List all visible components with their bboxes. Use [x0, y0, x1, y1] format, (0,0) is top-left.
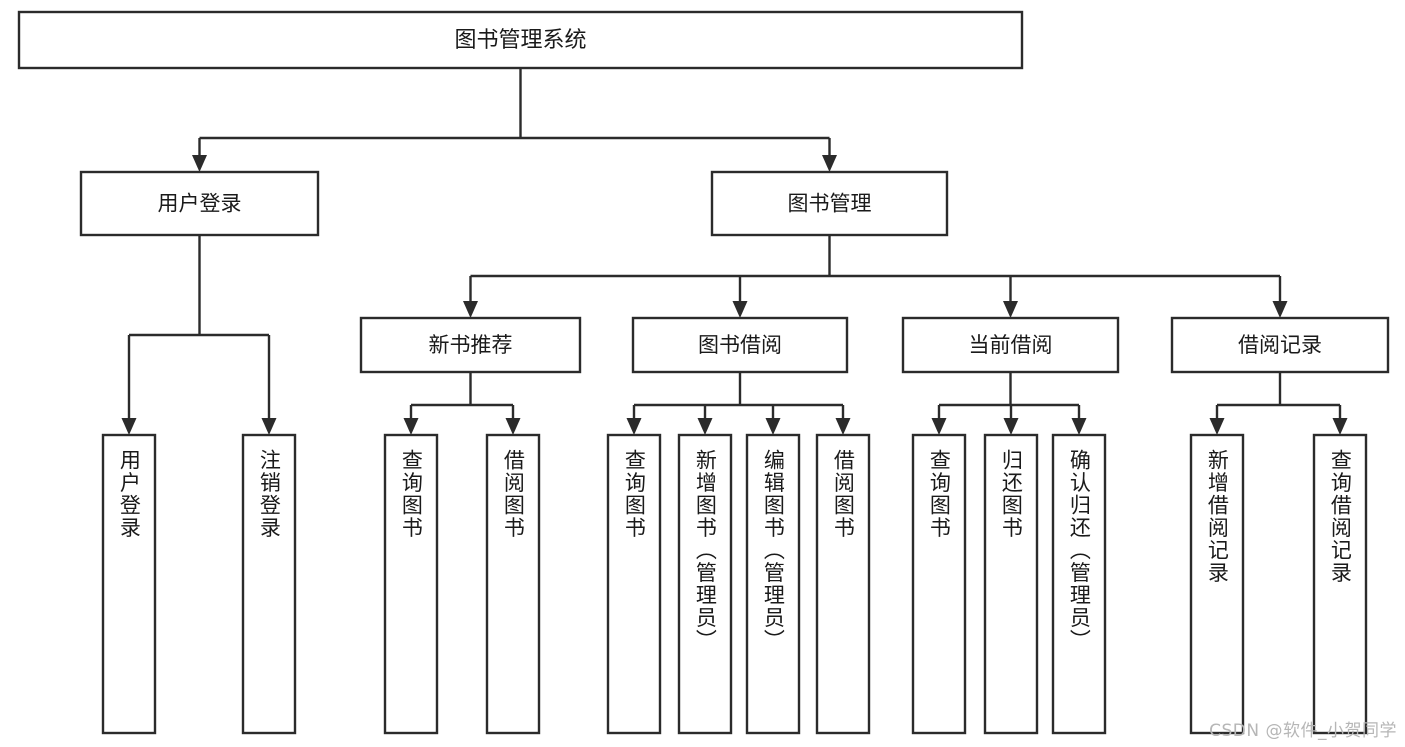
arrow-head-icon-leaf-return-book — [1003, 418, 1019, 435]
node-box-root[interactable] — [17, 10, 1024, 70]
node-box-leaf-confirm-return-admin[interactable] — [1051, 433, 1107, 735]
arrow-head-icon-level1-0 — [192, 155, 207, 172]
node-label-borrow-record: 借阅记录 — [1238, 333, 1322, 357]
node-box-leaf-query-book-recommend[interactable] — [383, 433, 439, 735]
arrow-head-icon-leaf-borrow-book — [835, 418, 851, 435]
arrow-head-icon-leaf-add-book-admin — [697, 418, 713, 435]
node-box-book-borrow[interactable] — [631, 316, 849, 374]
node-box-leaf-query-borrow-record[interactable] — [1312, 433, 1368, 735]
arrow-head-icon-leaf-edit-book-admin — [765, 418, 781, 435]
arrow-head-icon-leaf-query-book-recommend — [403, 418, 419, 435]
node-label-new-book-recommend: 新书推荐 — [429, 333, 513, 357]
arrow-head-icon-level2-0 — [463, 301, 478, 318]
watermark-text: CSDN @软件_小贺同学 — [1209, 721, 1397, 741]
node-box-leaf-logout[interactable] — [241, 433, 297, 735]
arrow-head-icon-level2-3 — [1272, 301, 1288, 318]
arrow-head-icon-level2-2 — [1003, 301, 1018, 318]
node-box-leaf-borrow-book-recommend[interactable] — [485, 433, 541, 735]
node-box-leaf-borrow-book[interactable] — [815, 433, 871, 735]
node-box-borrow-record[interactable] — [1170, 316, 1390, 374]
arrow-head-icon-leaf-borrow-book-recommend — [505, 418, 521, 435]
node-box-leaf-return-book[interactable] — [983, 433, 1039, 735]
boxes-layer — [17, 10, 1390, 735]
node-box-user-login[interactable] — [79, 170, 320, 237]
node-box-current-borrow[interactable] — [901, 316, 1120, 374]
node-box-leaf-query-book-borrow[interactable] — [606, 433, 662, 735]
node-label-book-borrow: 图书借阅 — [698, 333, 782, 357]
node-box-leaf-add-borrow-record[interactable] — [1189, 433, 1245, 735]
arrow-head-icon-leaf-logout — [261, 418, 277, 435]
node-box-book-management[interactable] — [710, 170, 949, 237]
node-box-leaf-query-book-current[interactable] — [911, 433, 967, 735]
arrow-head-icon-level2-1 — [732, 301, 748, 318]
node-label-current-borrow: 当前借阅 — [969, 333, 1053, 357]
arrow-head-icon-leaf-confirm-return-admin — [1071, 418, 1087, 435]
arrow-head-icon-leaf-query-book-borrow — [626, 418, 642, 435]
arrow-head-icon-leaf-query-book-current — [931, 418, 947, 435]
edges-layer — [121, 68, 1348, 435]
arrow-head-icon-leaf-add-borrow-record — [1209, 418, 1225, 435]
node-box-leaf-add-book-admin[interactable] — [677, 433, 733, 735]
arrow-head-icon-level1-1 — [822, 155, 837, 172]
node-box-leaf-edit-book-admin[interactable] — [745, 433, 801, 735]
node-label-user-login: 用户登录 — [158, 192, 242, 216]
node-box-new-book-recommend[interactable] — [359, 316, 582, 374]
node-label-root: 图书管理系统 — [454, 28, 586, 53]
arrow-head-icon-leaf-user-login — [121, 418, 137, 435]
arrow-head-icon-leaf-query-borrow-record — [1332, 418, 1348, 435]
node-box-leaf-user-login[interactable] — [101, 433, 157, 735]
node-label-book-management: 图书管理 — [788, 192, 872, 216]
